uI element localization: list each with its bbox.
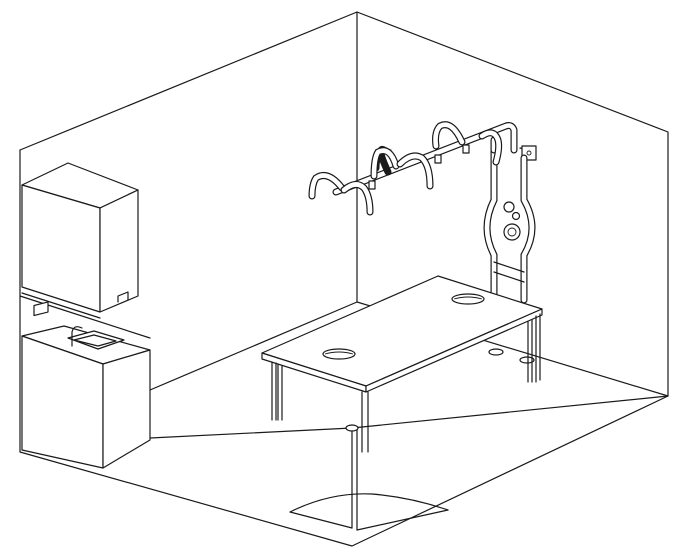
boom-fitting-1 (368, 180, 376, 190)
base-cabinet (21, 301, 151, 469)
floor-seam-left (149, 427, 353, 439)
wall-cabinet-base (21, 292, 101, 319)
valve-upper (503, 201, 515, 213)
wall-column (483, 145, 537, 364)
gooseneck-lamp-5 (432, 121, 466, 150)
wall-cabinet (19, 162, 151, 339)
floor-seam-right (351, 395, 669, 429)
column-rung-2 (493, 271, 525, 283)
outlet-plate (33, 301, 49, 317)
column-foot-right (519, 356, 535, 364)
door-arc (289, 493, 449, 513)
door-swing (289, 493, 449, 531)
base-cabinet-side (102, 349, 151, 469)
bracket-bolt (526, 150, 532, 156)
gooseneck-lamp-4 (396, 152, 434, 190)
column-foot-left (488, 348, 504, 356)
gooseneck-lamp-1 (308, 172, 346, 200)
boom-fitting-2 (434, 154, 442, 164)
valve-large-inner (507, 227, 517, 237)
column-rung-1 (493, 261, 525, 273)
left-floor-edge (149, 301, 358, 391)
wall-cabinet-notch (117, 291, 129, 303)
sink-faucet (71, 326, 83, 347)
floor-drain (345, 424, 359, 432)
wall-cabinet-front (21, 184, 101, 313)
sink-basin (67, 330, 125, 350)
table-side-edge (365, 308, 543, 393)
table-cutout-right (451, 293, 485, 305)
gooseneck-lamp-6 (478, 129, 503, 166)
gooseneck-lamp-3 (370, 145, 400, 180)
ceiling-light-boom (308, 121, 518, 216)
wall-trim-line (19, 295, 151, 339)
door-leaf-left (289, 511, 353, 529)
table-cutout-left (322, 348, 356, 360)
valve-knob (511, 211, 521, 221)
door-leaf-right (356, 509, 449, 531)
work-table (261, 275, 543, 453)
valve-large (503, 223, 521, 241)
sink-inner (73, 334, 117, 347)
gooseneck-lamp-2 (340, 181, 374, 216)
boom-fitting-3 (462, 144, 470, 154)
wall-cabinet-side (99, 189, 139, 313)
